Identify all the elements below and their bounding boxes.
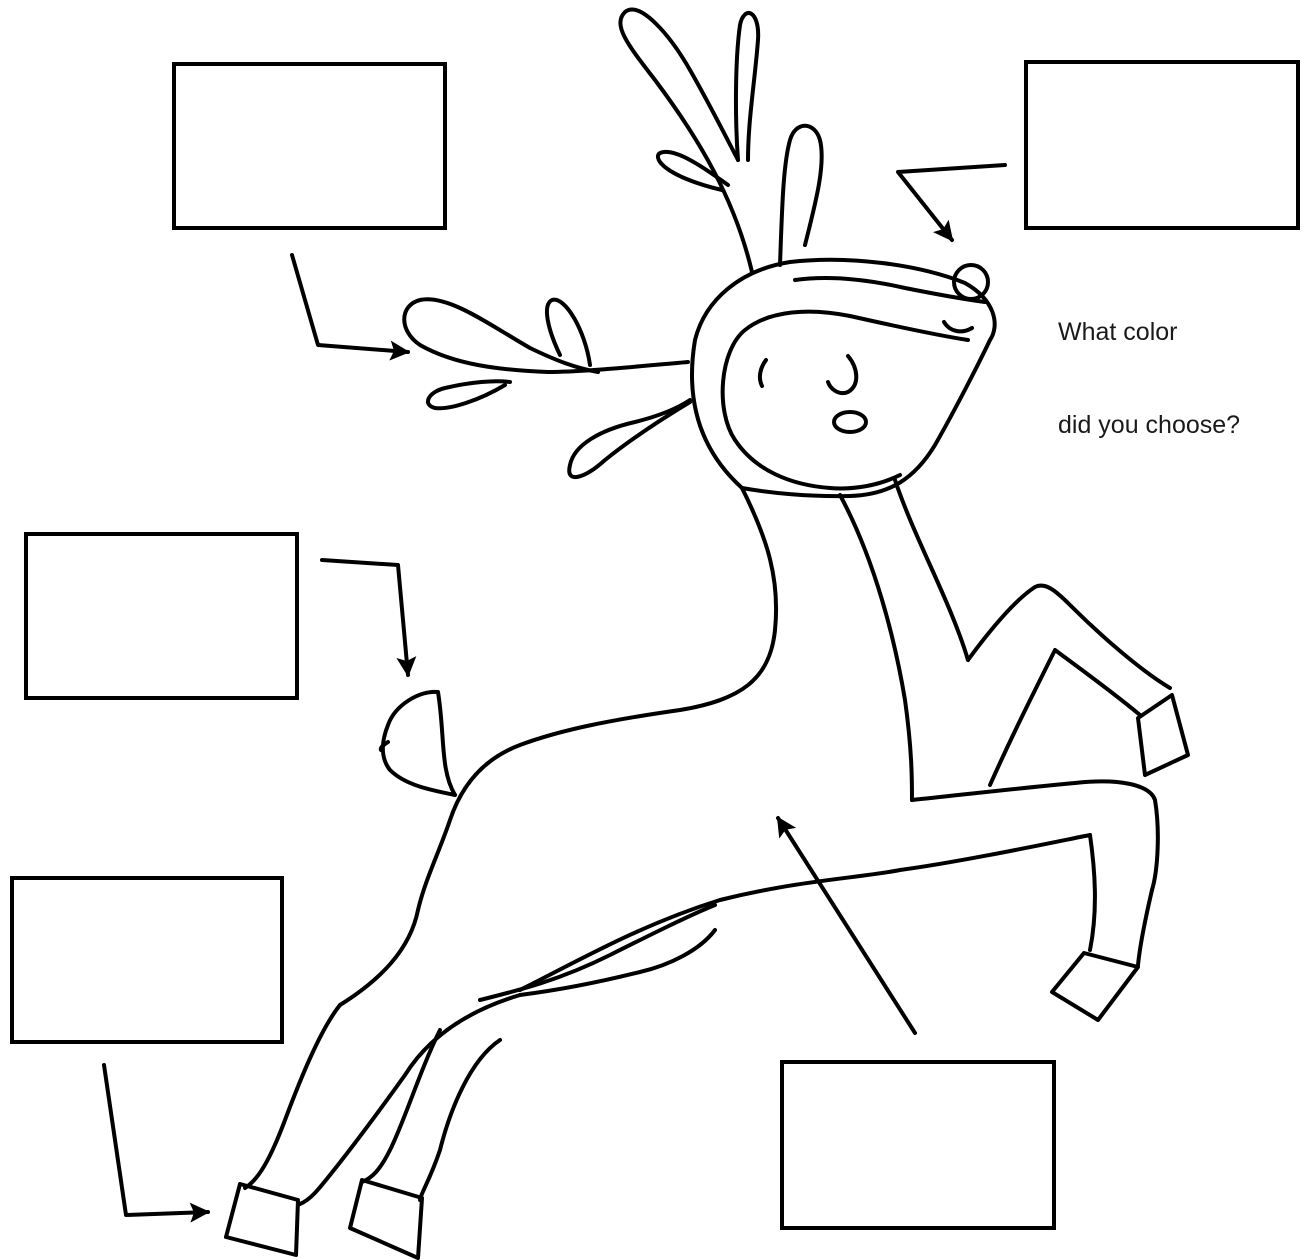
- reindeer-body: [340, 480, 1158, 1005]
- tail-label-box[interactable]: [24, 532, 299, 700]
- color-question-caption: What color did you choose?: [1058, 255, 1240, 472]
- nose-label-box[interactable]: [1024, 60, 1300, 230]
- front-stretched-leg: [1052, 835, 1152, 1020]
- body-label-box[interactable]: [780, 1060, 1056, 1230]
- antler-label-box[interactable]: [172, 62, 447, 230]
- arrow-to-body: [778, 818, 915, 1033]
- caption-line-1: What color: [1058, 317, 1240, 348]
- reindeer-head: [692, 260, 995, 496]
- arrow-to-hoof: [104, 1065, 208, 1215]
- arrow-to-antler: [292, 255, 408, 352]
- arrow-to-nose: [898, 165, 1005, 240]
- back-antler: [620, 10, 821, 272]
- reindeer-tail: [381, 692, 455, 795]
- arrow-to-tail: [322, 560, 408, 675]
- front-antler: [404, 299, 690, 477]
- hoof-label-box[interactable]: [10, 876, 284, 1044]
- back-raised-leg: [968, 586, 1188, 785]
- caption-line-2: did you choose?: [1058, 410, 1240, 441]
